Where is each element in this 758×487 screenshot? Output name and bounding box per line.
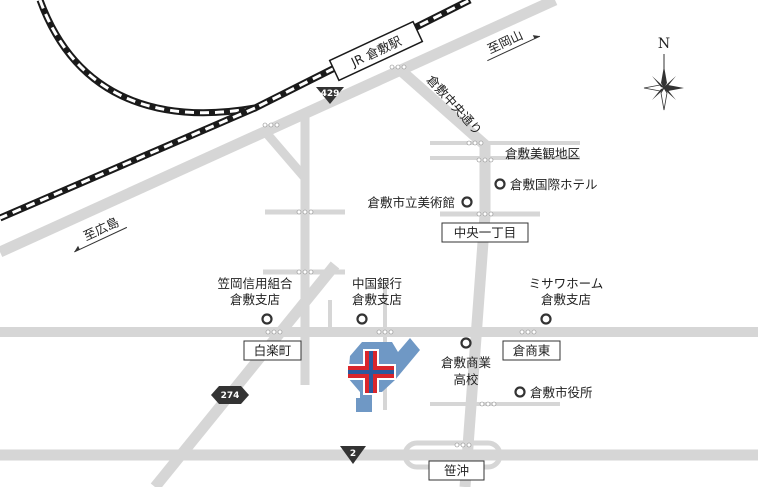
label-kasaoka-2: 倉敷支店: [230, 292, 280, 307]
label-city-hall: 倉敷市役所: [530, 385, 593, 400]
north-west-branch-road: [258, 125, 309, 181]
hotel-marker: [494, 178, 506, 190]
svg-text:429: 429: [321, 89, 340, 99]
intersection-dots: [262, 64, 537, 448]
label-chugoku-2: 倉敷支店: [352, 292, 402, 307]
svg-text:白楽町: 白楽町: [254, 343, 292, 358]
compass-icon: N: [643, 36, 684, 111]
museum-marker: [461, 196, 473, 208]
dots-bikan-1: [466, 140, 484, 146]
route-274-marker: 274: [211, 386, 249, 404]
dots-bikan-2: [476, 157, 494, 163]
svg-text:笹沖: 笹沖: [444, 463, 469, 478]
dots-nw: [262, 122, 280, 128]
dots-south: [479, 401, 497, 407]
compass-north: N: [658, 36, 670, 52]
intersection-sasaoki: 笹沖: [428, 460, 485, 481]
chugoku-marker: [356, 313, 368, 325]
city-hall-marker: [514, 386, 526, 398]
label-misawa-2: 倉敷支店: [541, 292, 591, 307]
railway-line: [0, 0, 472, 222]
dots-station: [389, 64, 407, 70]
svg-text:倉商東: 倉商東: [513, 343, 551, 358]
dots-sasaoki: [454, 442, 472, 448]
dots-museum: [476, 211, 494, 217]
hospital-cross-icon: [346, 349, 396, 395]
route-429-marker: 429: [316, 87, 344, 104]
kasaoka-marker: [261, 313, 273, 325]
dots-hakuraku: [265, 329, 283, 335]
intersection-kurasho: 倉商東: [502, 340, 561, 361]
dots-kurasho: [519, 329, 537, 335]
dots-chugoku: [376, 329, 394, 335]
chuo-dori-road: [394, 63, 491, 487]
misawa-marker: [540, 313, 552, 325]
intersection-hakuraku: 白楽町: [243, 340, 302, 361]
svg-text:274: 274: [221, 391, 240, 401]
dots-west-212: [296, 209, 314, 215]
label-shogyo-2: 高校: [453, 372, 479, 387]
label-bikan: 倉敷美観地区: [505, 146, 580, 161]
shogyo-marker: [460, 337, 472, 349]
landmark-markers: [261, 178, 552, 398]
label-museum: 倉敷市立美術館: [367, 195, 455, 210]
svg-text:中央一丁目: 中央一丁目: [454, 225, 517, 240]
label-kasaoka-1: 笠岡信用組合: [217, 276, 293, 291]
intersection-chuo-itchome: 中央一丁目: [441, 222, 529, 243]
route-274-road: [150, 261, 340, 487]
dots-west-272: [296, 269, 314, 275]
label-misawa-1: ミサワホーム: [529, 276, 604, 291]
label-hotel: 倉敷国際ホテル: [510, 177, 598, 192]
label-chugoku-1: 中国銀行: [352, 276, 402, 291]
svg-text:2: 2: [350, 449, 356, 459]
route-2-marker: 2: [340, 446, 366, 464]
label-shogyo-1: 倉敷商業: [441, 355, 492, 370]
